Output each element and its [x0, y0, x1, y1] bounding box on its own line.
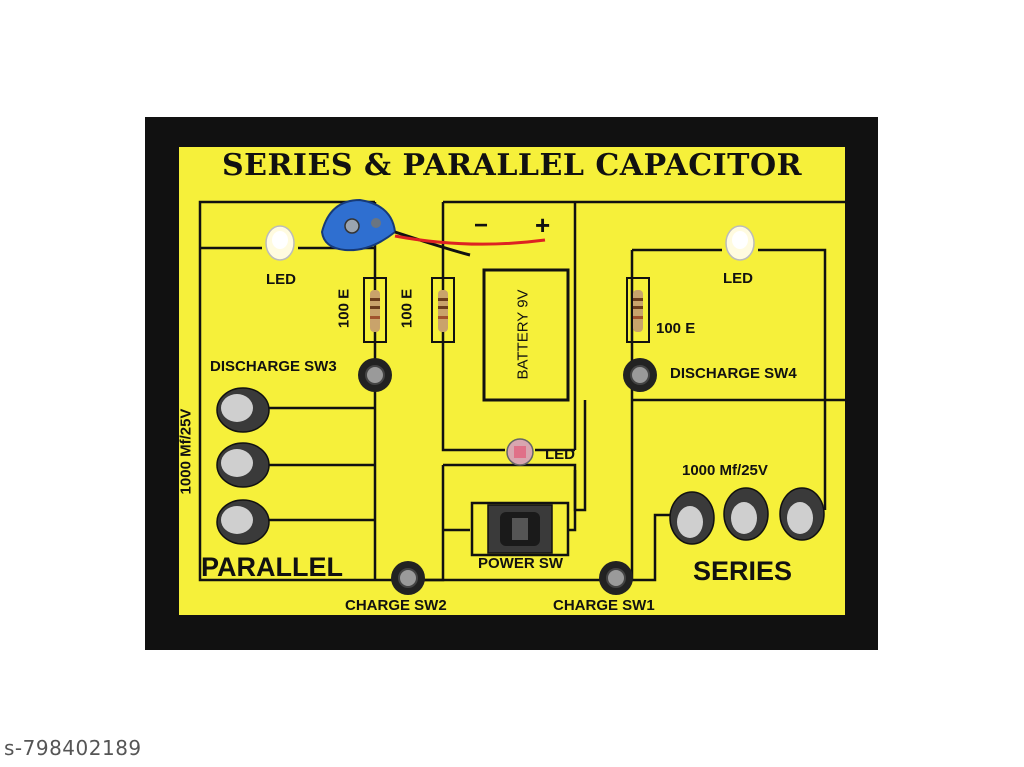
capacitor-series-3-icon: [779, 487, 825, 541]
charge-sw2-label: CHARGE SW2: [345, 597, 447, 614]
series-label: SERIES: [693, 556, 793, 586]
led-left-label: LED: [266, 271, 296, 288]
resistor-1-label: 100 E: [335, 288, 353, 329]
watermark-text: s-798402189: [4, 736, 142, 760]
charge-sw1-label: CHARGE SW1: [553, 597, 655, 614]
resistor-3-icon: [626, 277, 650, 343]
battery-minus-label: −: [474, 212, 489, 239]
battery-plus-label: +: [535, 210, 551, 240]
resistor-1-icon: [363, 277, 387, 343]
resistor-2-icon: [431, 277, 455, 343]
cap-parallel-label: 1000 Mf/25V: [177, 408, 195, 495]
led-right-icon: [725, 225, 755, 261]
resistor-3-label: 100 E: [656, 320, 696, 337]
led-center-icon: [506, 438, 534, 466]
led-right-label: LED: [723, 270, 753, 287]
discharge-sw4-label: DISCHARGE SW4: [670, 365, 797, 382]
charge-sw2-icon[interactable]: [391, 561, 425, 595]
power-switch-icon[interactable]: [470, 501, 570, 557]
parallel-label: PARALLEL: [201, 552, 343, 582]
resistor-2-label: 100 E: [398, 288, 416, 329]
battery-label: BATTERY 9V: [514, 289, 532, 380]
capacitor-series-1-icon: [669, 491, 715, 545]
charge-sw1-icon[interactable]: [599, 561, 633, 595]
led-left-icon: [265, 225, 295, 261]
discharge-sw4-icon[interactable]: [623, 358, 657, 392]
discharge-sw3-label: DISCHARGE SW3: [210, 358, 337, 375]
capacitor-series-2-icon: [723, 487, 769, 541]
battery-connector-icon: [320, 198, 546, 257]
board-title: SERIES & PARALLEL CAPACITOR: [221, 148, 803, 183]
capacitor-parallel-3-icon: [216, 499, 270, 545]
discharge-sw3-icon[interactable]: [358, 358, 392, 392]
cap-series-label: 1000 Mf/25V: [682, 462, 768, 479]
capacitor-parallel-2-icon: [216, 442, 270, 488]
power-sw-label: POWER SW: [478, 555, 563, 572]
led-center-label: LED: [545, 446, 575, 463]
capacitor-parallel-1-icon: [216, 387, 270, 433]
